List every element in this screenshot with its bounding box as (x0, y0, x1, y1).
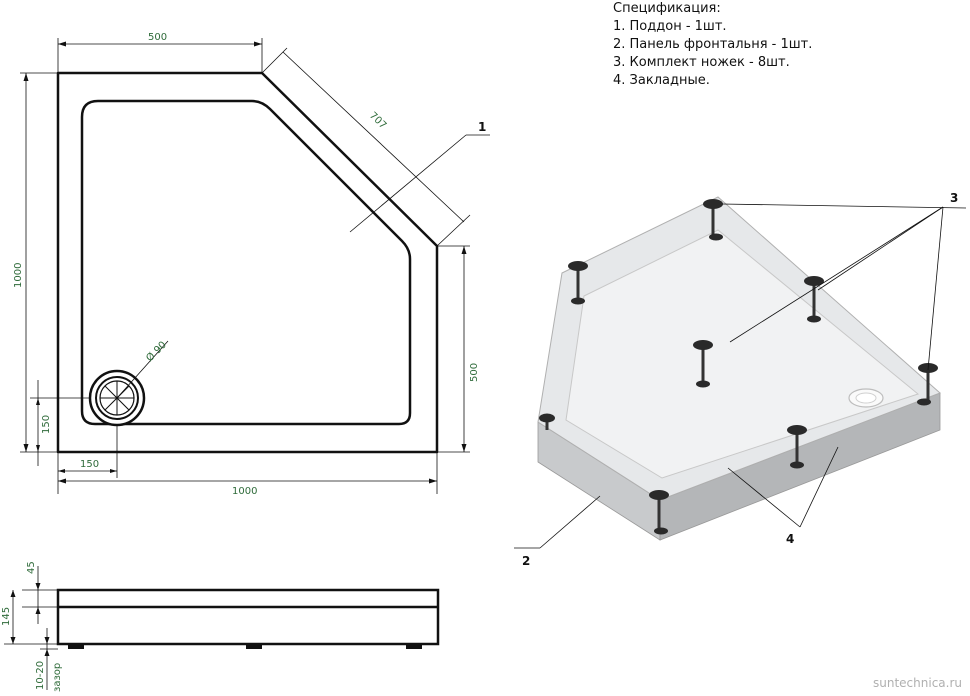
dim-top-500: 500 (148, 32, 167, 43)
side-foot-right (406, 644, 422, 649)
dim-side-145: 145 (1, 607, 12, 626)
iso-foot-8 (649, 490, 669, 535)
iso-foot-2 (568, 261, 588, 305)
dim-drain-x-150: 150 (80, 459, 99, 470)
tray-basin-inner (80, 99, 412, 426)
dim-side-gap: 10-20 (35, 661, 46, 690)
iso-foot-7 (787, 425, 807, 469)
iso-foot-3 (804, 276, 824, 323)
callout-3: 3 (950, 191, 958, 205)
side-view: 45 145 10-20 зазор (1, 561, 440, 692)
spec-item-1: 1. Поддон - 1шт. (613, 19, 727, 34)
side-profile (56, 588, 440, 646)
dim-right-500: 500 (469, 363, 480, 382)
gap-label: зазор (52, 663, 63, 692)
iso-tray-basin (565, 229, 920, 479)
callout-1: 1 (478, 120, 486, 134)
specification-list: Спецификация: 1. Поддон - 1шт. 2. Панель… (613, 0, 812, 90)
side-foot-left (68, 644, 84, 649)
dim-left-1000: 1000 (13, 263, 24, 288)
iso-foot-4 (693, 340, 713, 388)
iso-view: 3 2 4 (514, 191, 967, 568)
watermark: suntechnica.ru (873, 676, 962, 690)
dim-drain-y-150: 150 (41, 415, 52, 434)
dim-side-45: 45 (26, 561, 37, 574)
iso-foot-5 (917, 363, 938, 406)
spec-title: Спецификация: (613, 1, 721, 16)
callout-2: 2 (522, 554, 530, 568)
iso-foot-1 (703, 199, 723, 241)
side-foot-middle (246, 644, 262, 649)
spec-item-3: 3. Комплект ножек - 8шт. (613, 55, 790, 70)
dim-diagonal-707: 707 (367, 110, 388, 131)
spec-item-2: 2. Панель фронтальня - 1шт. (613, 37, 813, 52)
plan-view: Ø 90 500 707 1000 500 1000 150 (13, 32, 490, 497)
spec-item-4: 4. Закладные. (613, 73, 710, 88)
callout-4: 4 (786, 532, 794, 546)
dim-bottom-1000: 1000 (232, 486, 257, 497)
iso-foot-6 (539, 413, 555, 430)
